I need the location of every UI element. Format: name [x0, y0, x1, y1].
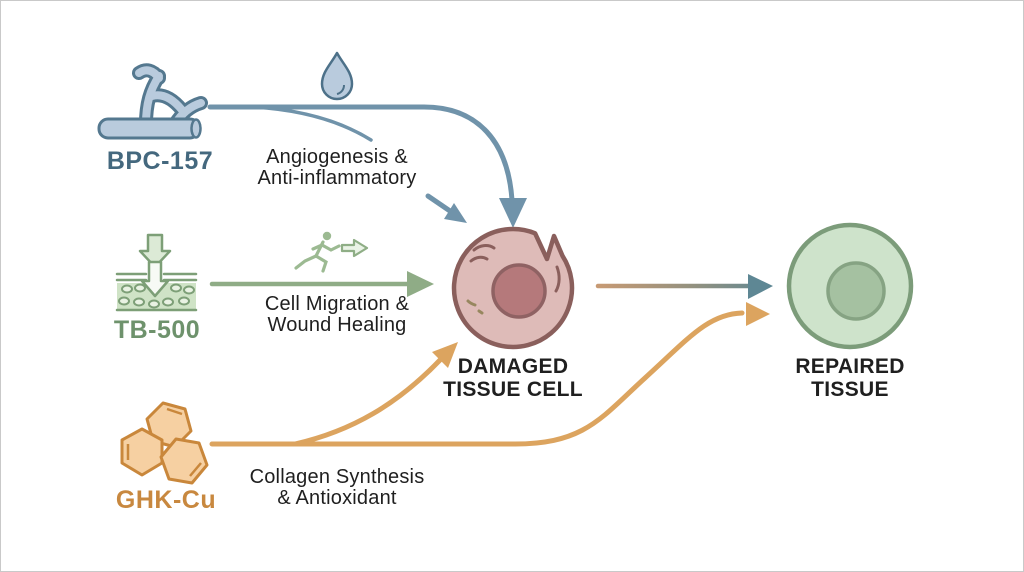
peptide-ring-icon — [120, 401, 209, 485]
bpc157-label: BPC-157 — [106, 147, 214, 175]
ghkcu-effect-text: Collagen Synthesis & Antioxidant — [227, 467, 447, 509]
bpc157-arrow — [207, 104, 527, 228]
running-person-icon — [294, 231, 369, 273]
ghkcu-effect-line2: & Antioxidant — [277, 487, 397, 509]
bpc157-effect-line2: Anti-inflammatory — [257, 167, 417, 189]
blood-vessel-icon — [97, 63, 208, 140]
tissue-penetration-icon — [115, 233, 198, 312]
repaired-cell-nucleus — [826, 261, 886, 321]
bpc157-secondary-arrow — [425, 193, 467, 223]
water-drop-icon — [320, 51, 354, 101]
damaged-cell-label-line1: DAMAGED — [457, 355, 569, 378]
transition-arrow — [595, 274, 773, 299]
tb500-arrow — [209, 271, 434, 297]
repaired-tissue-label: REPAIRED TISSUE — [768, 355, 932, 401]
damaged-cell-nucleus — [491, 263, 547, 319]
bpc157-effect-line1: Angiogenesis & — [266, 146, 408, 168]
repaired-tissue-cell — [786, 222, 914, 350]
damaged-cell-label: DAMAGED TISSUE CELL — [431, 355, 595, 401]
tb500-effect-line2: Wound Healing — [267, 314, 407, 336]
damaged-tissue-cell — [451, 226, 575, 350]
ghkcu-effect-line1: Collagen Synthesis — [249, 466, 425, 488]
damaged-cell-label-line2: TISSUE CELL — [443, 378, 583, 401]
repaired-tissue-label-line1: REPAIRED — [795, 355, 905, 378]
ghkcu-arrow — [209, 302, 770, 447]
tb500-effect-text: Cell Migration & Wound Healing — [227, 294, 447, 336]
tb500-label: TB-500 — [113, 316, 201, 344]
tb500-effect-line1: Cell Migration & — [264, 293, 410, 315]
ghkcu-label: GHK-Cu — [115, 486, 217, 514]
bpc157-effect-text: Angiogenesis & Anti-inflammatory — [227, 147, 447, 189]
repaired-tissue-label-line2: TISSUE — [811, 378, 889, 401]
